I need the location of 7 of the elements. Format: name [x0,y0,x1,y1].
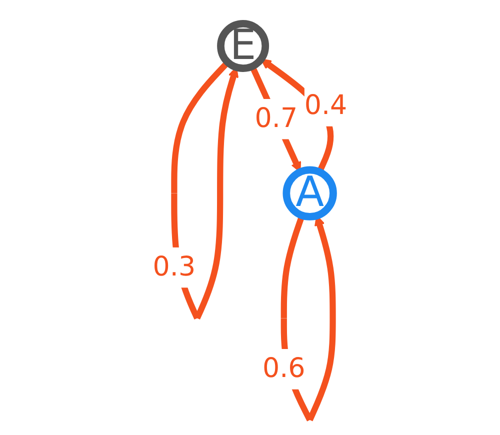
state-diagram: 0.3 0.7 0.4 0.6 E A [143,5,357,430]
edge-label: 0.6 [262,354,306,385]
edge-label: 0.7 [254,104,298,134]
node-circle [282,166,337,220]
node-circle [217,20,270,72]
edge-label: 0.3 [152,252,196,283]
edge-label: 0.4 [304,90,348,122]
